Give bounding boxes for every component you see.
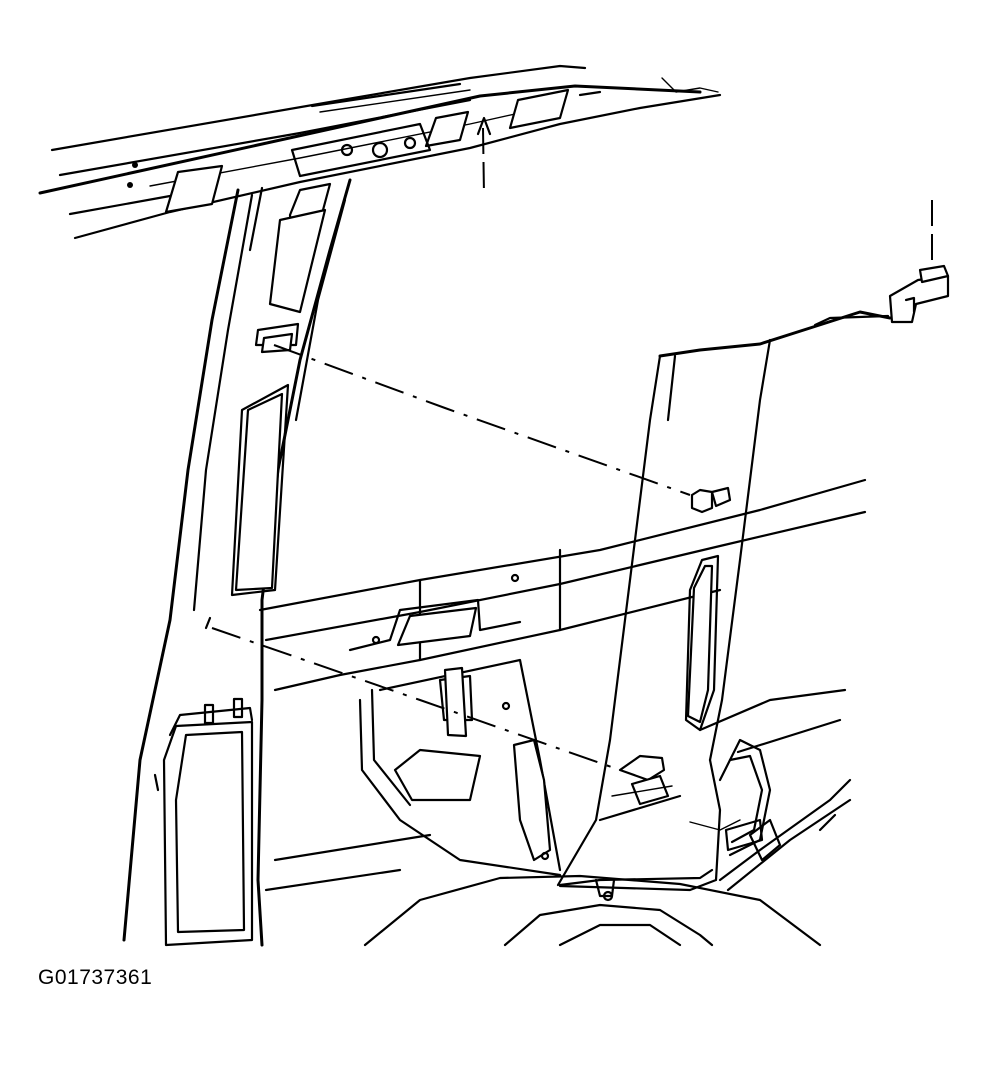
alignment-lines [211, 116, 933, 771]
upper-retainer-clip [690, 486, 732, 514]
upper-clip-alignment-line [273, 344, 691, 496]
shoulder-belt-guide-bracket [888, 264, 950, 324]
floor-structure [258, 478, 867, 902]
lower-clip-alignment-line [211, 627, 621, 771]
roof-bolt-arrow [476, 116, 492, 136]
pillar-trim-panel [556, 310, 892, 898]
roof-rail [38, 64, 722, 240]
wheelhouse-arch [363, 874, 822, 947]
body-pillar [122, 178, 352, 947]
lower-retainer-clip [611, 754, 673, 806]
figure-id-label: G01737361 [38, 966, 153, 989]
roof-bolt-alignment-line [482, 127, 485, 196]
